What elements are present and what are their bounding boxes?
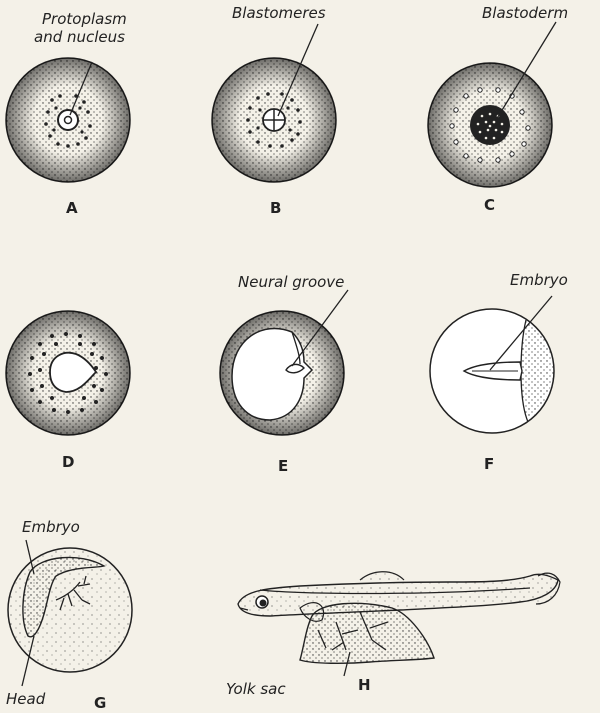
label-blastoderm: Blastoderm [482, 4, 568, 22]
panel-letter-c: C [484, 196, 495, 214]
label-head: Head [6, 690, 46, 708]
label-embryo-g: Embryo [22, 518, 80, 536]
label-and-nucleus: and nucleus [34, 28, 125, 46]
label-yolk-sac: Yolk sac [226, 680, 286, 698]
panel-b: Blastomeres B [212, 4, 336, 217]
label-blastomeres: Blastomeres [232, 4, 326, 22]
label-protoplasm: Protoplasm [42, 10, 127, 28]
panel-letter-h: H [358, 676, 371, 694]
fish-larva-h [238, 574, 558, 616]
label-embryo-f: Embryo [510, 271, 568, 289]
panel-h: Yolk sac H [226, 572, 560, 698]
panel-g: Embryo Head G [6, 518, 132, 712]
label-neural-groove: Neural groove [238, 273, 344, 291]
panel-letter-g: G [94, 694, 106, 712]
panel-letter-f: F [484, 455, 494, 473]
panel-letter-a: A [66, 199, 78, 217]
panel-a: Protoplasm and nucleus A [6, 10, 130, 217]
panel-letter-d: D [62, 453, 74, 471]
panel-f: Embryo F [430, 271, 568, 473]
panel-d: D [6, 311, 130, 471]
panel-e: Neural groove E [220, 273, 348, 475]
panel-letter-e: E [278, 457, 288, 475]
panel-c: Blastoderm C [428, 4, 568, 214]
panel-letter-b: B [270, 199, 281, 217]
